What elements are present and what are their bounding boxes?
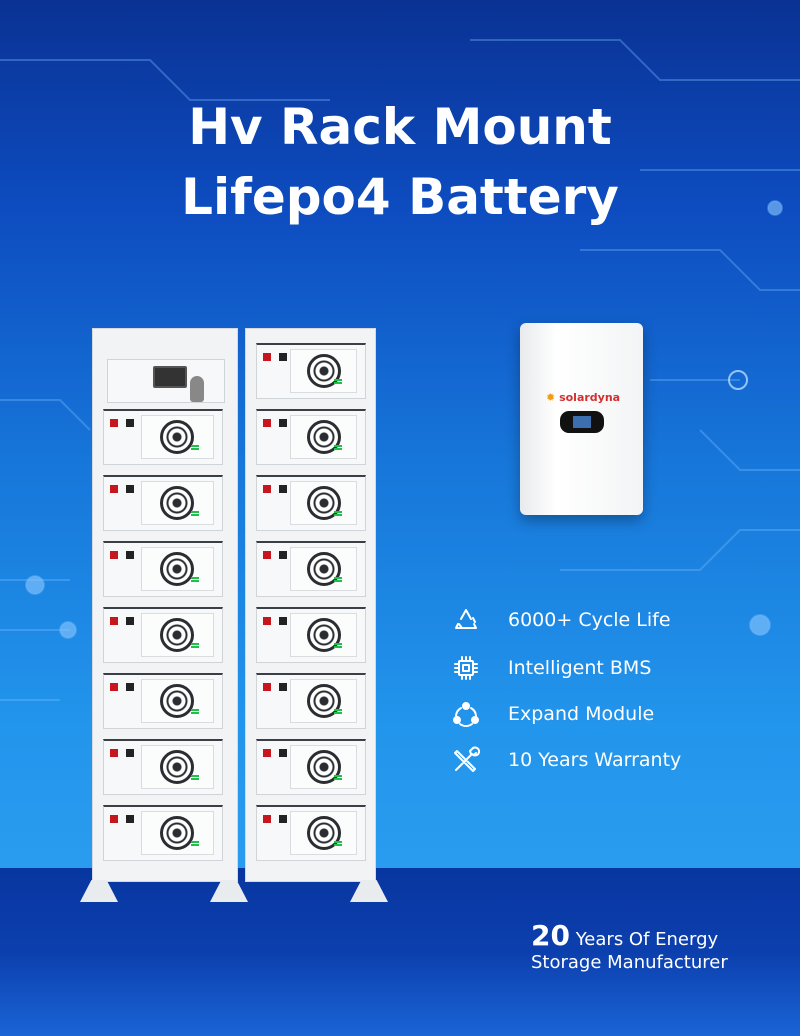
negative-terminal: [279, 683, 287, 691]
fan-icon: [160, 750, 195, 784]
chip-icon: [454, 656, 478, 680]
battery-module: [256, 343, 366, 399]
status-led: [191, 577, 199, 582]
battery-module: [103, 607, 223, 663]
battery-module: [256, 409, 366, 465]
positive-terminal: [110, 617, 118, 625]
positive-terminal: [263, 485, 271, 493]
status-led: [191, 445, 199, 450]
fan-icon: [160, 486, 195, 520]
rack-feet: [80, 880, 390, 902]
battery-module: [103, 409, 223, 465]
battery-module: [256, 607, 366, 663]
negative-terminal: [126, 815, 134, 823]
battery-module: [103, 541, 223, 597]
negative-terminal: [126, 485, 134, 493]
negative-terminal: [126, 551, 134, 559]
inverter-unit: ✹ solardyna: [520, 323, 643, 515]
status-led: [334, 841, 342, 846]
positive-terminal: [263, 749, 271, 757]
feature-item: Expand Module: [452, 700, 654, 728]
status-led: [334, 511, 342, 516]
inverter-display: [560, 411, 604, 433]
control-panel: [107, 359, 225, 403]
negative-terminal: [279, 551, 287, 559]
feature-label: 10 Years Warranty: [508, 749, 682, 771]
feature-label: Intelligent BMS: [508, 657, 652, 679]
positive-terminal: [110, 683, 118, 691]
status-led: [334, 379, 342, 384]
positive-terminal: [110, 815, 118, 823]
positive-terminal: [263, 683, 271, 691]
footer-band: [0, 868, 800, 1036]
status-led: [191, 709, 199, 714]
battery-module: [256, 541, 366, 597]
negative-terminal: [279, 815, 287, 823]
battery-module: [256, 475, 366, 531]
positive-terminal: [263, 419, 271, 427]
battery-module: [103, 673, 223, 729]
negative-terminal: [126, 419, 134, 427]
tagline-line-2: Storage Manufacturer: [531, 952, 728, 973]
negative-terminal: [279, 617, 287, 625]
fan-icon: [160, 420, 195, 454]
feature-item: Intelligent BMS: [452, 654, 651, 682]
positive-terminal: [110, 419, 118, 427]
status-led: [191, 511, 199, 516]
battery-module: [256, 673, 366, 729]
feature-item: 6000+ Cycle Life: [452, 606, 671, 634]
brand-logo: ✹ solardyna: [546, 391, 621, 404]
negative-terminal: [126, 617, 134, 625]
fan-icon: [160, 816, 195, 850]
battery-module: [103, 475, 223, 531]
title-line-1: Hv Rack Mount: [188, 98, 612, 156]
positive-terminal: [263, 353, 271, 361]
battery-rack-right: [245, 328, 376, 882]
negative-terminal: [279, 419, 287, 427]
feature-item: 10 Years Warranty: [452, 746, 681, 774]
battery-module: [103, 805, 223, 861]
tools-icon: [454, 746, 480, 772]
status-led: [191, 775, 199, 780]
breaker-switch: [190, 376, 204, 402]
title-line-2: Lifepo4 Battery: [181, 168, 619, 226]
positive-terminal: [263, 617, 271, 625]
negative-terminal: [126, 683, 134, 691]
recycle-icon: [455, 609, 477, 629]
status-led: [334, 775, 342, 780]
status-led: [191, 841, 199, 846]
tagline-line-1: Years Of Energy: [575, 929, 719, 950]
positive-terminal: [110, 485, 118, 493]
footer-tagline: 20 Years Of Energy Storage Manufacturer: [531, 922, 728, 974]
negative-terminal: [126, 749, 134, 757]
battery-module: [256, 739, 366, 795]
fan-icon: [160, 618, 195, 652]
negative-terminal: [279, 749, 287, 757]
status-led: [334, 445, 342, 450]
positive-terminal: [263, 551, 271, 559]
positive-terminal: [263, 815, 271, 823]
battery-module: [256, 805, 366, 861]
feature-label: Expand Module: [508, 703, 655, 725]
negative-terminal: [279, 353, 287, 361]
years-number: 20: [531, 919, 570, 952]
display-screen: [153, 366, 187, 388]
status-led: [334, 709, 342, 714]
status-led: [334, 643, 342, 648]
battery-module: [103, 739, 223, 795]
negative-terminal: [279, 485, 287, 493]
feature-label: 6000+ Cycle Life: [508, 609, 671, 631]
status-led: [191, 643, 199, 648]
positive-terminal: [110, 551, 118, 559]
fan-icon: [160, 684, 195, 718]
positive-terminal: [110, 749, 118, 757]
network-icon: [453, 702, 479, 727]
fan-icon: [160, 552, 195, 586]
battery-rack-left: [92, 328, 238, 882]
status-led: [334, 577, 342, 582]
